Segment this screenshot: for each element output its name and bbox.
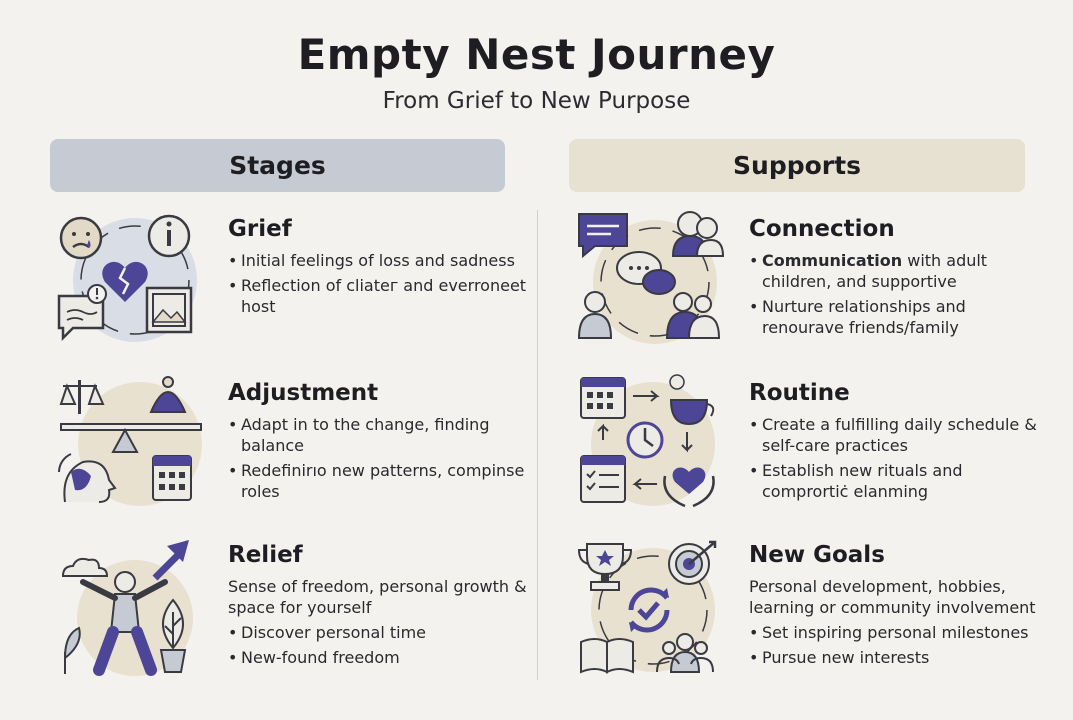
list-item: Adapt in to the change, finding balance bbox=[228, 414, 528, 456]
sad-face-icon bbox=[59, 216, 103, 260]
chat-bubble-icon bbox=[578, 213, 628, 259]
supports-header: Supports bbox=[569, 139, 1025, 192]
calendar-icon bbox=[152, 455, 192, 501]
refresh-check-icon bbox=[628, 587, 670, 633]
grief-icon-cluster bbox=[55, 208, 215, 348]
plant-icon bbox=[63, 626, 81, 674]
stage-title: Adjustment bbox=[228, 380, 379, 406]
stage-bullets: Adapt in to the change, finding balance … bbox=[228, 414, 528, 502]
group-icon bbox=[656, 633, 714, 673]
stage-title: Relief bbox=[228, 542, 303, 568]
group-icon bbox=[577, 291, 721, 339]
connection-icon-cluster bbox=[575, 206, 735, 346]
cloud-icon bbox=[61, 557, 109, 577]
list-item: Pursue new interests bbox=[749, 647, 1049, 668]
book-icon bbox=[580, 638, 634, 674]
list-item: Redefinirıo new patterns, compinse roles bbox=[228, 460, 528, 502]
stages-header: Stages bbox=[50, 139, 505, 192]
person-celebrating-icon bbox=[80, 571, 168, 676]
picture-frame-icon bbox=[145, 286, 193, 334]
broken-heart-icon bbox=[102, 261, 148, 302]
balance-scale-icon bbox=[59, 376, 202, 453]
support-new-goals: New Goals Personal development, hobbies,… bbox=[749, 542, 1049, 672]
support-bullets: Set inspiring personal milestones Pursue… bbox=[749, 622, 1049, 668]
support-routine: Routine Create a fulfilling daily schedu… bbox=[749, 380, 1049, 506]
support-title: Routine bbox=[749, 380, 850, 406]
support-title: New Goals bbox=[749, 542, 885, 568]
trophy-icon bbox=[577, 543, 633, 591]
support-bullets: Communication with adult children, and s… bbox=[749, 250, 1049, 338]
speech-bubbles-icon bbox=[616, 251, 676, 295]
stage-bullets: Initial feelings of loss and sadness Ref… bbox=[228, 250, 528, 317]
list-item: Discover personal time bbox=[228, 622, 528, 643]
support-bullets: Create a fulfilling daily schedule & sel… bbox=[749, 414, 1049, 502]
list-item: Create a fulfilling daily schedule & sel… bbox=[749, 414, 1049, 456]
list-item: Initial feelings of loss and sadness bbox=[228, 250, 528, 271]
support-connection: Connection Communication with adult chil… bbox=[749, 216, 1049, 342]
info-icon bbox=[147, 214, 191, 258]
bold-lead: Communication bbox=[762, 251, 903, 270]
support-title: Connection bbox=[749, 216, 895, 242]
heart-hands-icon bbox=[663, 467, 715, 508]
list-item: New-found freedom bbox=[228, 647, 528, 668]
checklist-icon bbox=[580, 455, 626, 503]
stage-grief: Grief Initial feelings of loss and sadne… bbox=[228, 216, 528, 321]
person-icon bbox=[671, 211, 725, 257]
adjustment-icon-cluster bbox=[55, 372, 215, 512]
head-profile-icon bbox=[58, 453, 117, 503]
list-item: Establish new rituals and comprortiċ еl… bbox=[749, 460, 1049, 502]
tree-pot-icon bbox=[159, 598, 187, 673]
arrow-up-icon bbox=[152, 540, 189, 581]
coffee-cup-icon bbox=[669, 374, 715, 426]
list-item: Reflection of cliateг and everroneet hos… bbox=[228, 275, 528, 317]
stage-bullets: Discover personal time New-found freedom bbox=[228, 622, 528, 668]
page-subtitle: From Grief to New Purpose bbox=[382, 88, 691, 114]
page-title: Empty Nest Journey bbox=[297, 30, 776, 79]
list-item: Set inspiring personal milestones bbox=[749, 622, 1049, 643]
list-item: Nurture relationships and renourave frie… bbox=[749, 296, 1049, 338]
calendar-icon bbox=[580, 377, 626, 419]
relief-icon-cluster bbox=[55, 538, 215, 678]
stage-title: Grief bbox=[228, 216, 292, 242]
bullet-rest: with adult children, and supportive bbox=[762, 251, 988, 291]
stage-intro: Sense of freedom, personal growth & spac… bbox=[228, 577, 527, 617]
target-icon bbox=[668, 540, 717, 585]
stage-adjustment: Adjustment Adapt in to the change, findi… bbox=[228, 380, 528, 506]
alert-speech-icon bbox=[57, 284, 107, 342]
support-intro: Personal development, hobbies, learning … bbox=[749, 577, 1036, 617]
stage-relief: Relief Sense of freedom, personal growth… bbox=[228, 542, 528, 672]
column-divider bbox=[537, 210, 538, 680]
list-item: Communication with adult children, and s… bbox=[749, 250, 1049, 292]
new-goals-icon-cluster bbox=[575, 538, 735, 678]
routine-icon-cluster bbox=[575, 372, 735, 512]
clock-icon bbox=[626, 421, 664, 459]
